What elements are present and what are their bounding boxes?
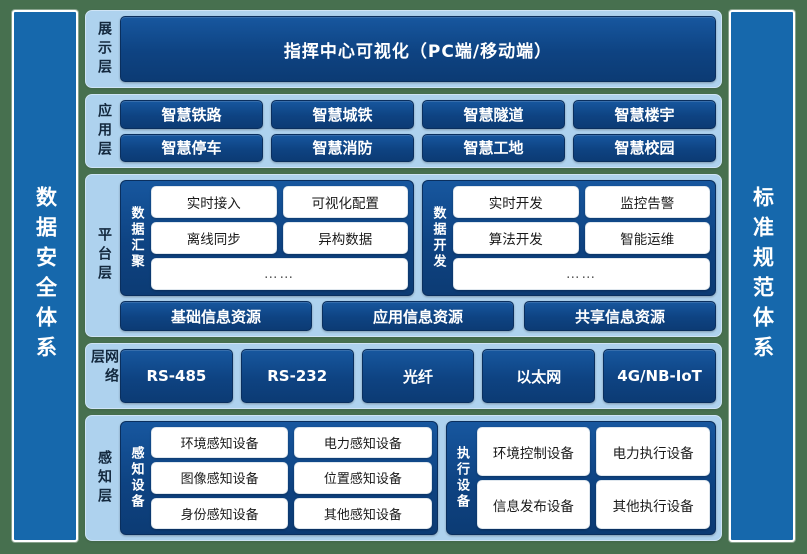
data-aggregation-row-1: 实时接入 可视化配置 [151, 186, 408, 218]
layer-platform: 平台层 数据汇聚 实时接入 可视化配置 离线同步 异构数据 [85, 174, 722, 337]
app-item-smart-railway[interactable]: 智慧铁路 [120, 100, 263, 129]
data-development-row-2: 算法开发 智能运维 [453, 222, 710, 254]
layer-display: 展示层 指挥中心可视化（PC端/移动端） [85, 10, 722, 88]
layer-network-body: RS-485 RS-232 光纤 以太网 4G/NB-IoT [117, 349, 716, 403]
layer-platform-label: 平台层 [96, 227, 112, 284]
actuating-item-power-execution[interactable]: 电力执行设备 [596, 427, 710, 476]
actuating-item-other-execution[interactable]: 其他执行设备 [596, 480, 710, 529]
dev-item-intelligent-ops[interactable]: 智能运维 [584, 222, 710, 254]
network-item-ethernet[interactable]: 以太网 [482, 349, 596, 403]
agg-item-heterogeneous-data[interactable]: 异构数据 [282, 222, 408, 254]
sensing-item-other[interactable]: 其他感知设备 [294, 497, 432, 529]
resource-item-shared-information[interactable]: 共享信息资源 [524, 301, 716, 331]
data-aggregation-row-2: 离线同步 异构数据 [151, 222, 408, 254]
layer-perception-body: 感知设备 环境感知设备 电力感知设备 图像感知设备 位置感知设备 [117, 421, 716, 535]
layer-network-label: 网络层 [89, 349, 119, 387]
agg-item-realtime-ingest[interactable]: 实时接入 [151, 186, 277, 218]
sensing-item-identity[interactable]: 身份感知设备 [151, 497, 289, 529]
application-row-2: 智慧停车 智慧消防 智慧工地 智慧校园 [120, 133, 716, 162]
layer-stack: 展示层 指挥中心可视化（PC端/移动端） 应用层 智慧铁路 智慧城铁 智慧隧道 … [85, 10, 722, 542]
data-development-row-3: …… [453, 258, 710, 290]
layer-application-label: 应用层 [96, 102, 112, 160]
data-aggregation-cells: 实时接入 可视化配置 离线同步 异构数据 …… [151, 186, 408, 290]
actuating-item-information-release[interactable]: 信息发布设备 [476, 480, 591, 529]
data-development-row-1: 实时开发 监控告警 [453, 186, 710, 218]
layer-perception-label: 感知层 [96, 449, 112, 507]
layer-display-label: 展示层 [96, 20, 112, 78]
app-item-smart-metro[interactable]: 智慧城铁 [271, 100, 414, 129]
perception-group-actuating-devices: 执行设备 环境控制设备 电力执行设备 信息发布设备 其他执行设备 [445, 421, 716, 535]
layer-application: 应用层 智慧铁路 智慧城铁 智慧隧道 智慧楼宇 智慧停车 智慧消防 智慧工地 智… [85, 94, 722, 168]
agg-item-visual-config[interactable]: 可视化配置 [282, 186, 408, 218]
app-item-smart-campus[interactable]: 智慧校园 [573, 133, 716, 162]
actuating-item-environment-control[interactable]: 环境控制设备 [476, 427, 591, 476]
layer-platform-body: 数据汇聚 实时接入 可视化配置 离线同步 异构数据 …… [117, 180, 716, 331]
dev-item-realtime-development[interactable]: 实时开发 [453, 186, 579, 218]
dev-item-algorithm-development[interactable]: 算法开发 [453, 222, 579, 254]
perception-groups: 感知设备 环境感知设备 电力感知设备 图像感知设备 位置感知设备 [120, 421, 716, 535]
actuating-devices-cells: 环境控制设备 电力执行设备 信息发布设备 其他执行设备 [476, 427, 710, 529]
display-banner[interactable]: 指挥中心可视化（PC端/移动端） [120, 16, 716, 82]
sensing-devices-cells: 环境感知设备 电力感知设备 图像感知设备 位置感知设备 身份感知设备 其他感知设… [151, 427, 432, 529]
sensing-devices-label: 感知设备 [128, 446, 144, 510]
network-item-rs485[interactable]: RS-485 [120, 349, 233, 403]
layer-display-body: 指挥中心可视化（PC端/移动端） [117, 16, 716, 82]
sensing-row-1: 环境感知设备 电力感知设备 [151, 427, 432, 459]
left-pillar-data-security: 数据安全体系 [12, 10, 78, 542]
platform-group-data-development: 数据开发 实时开发 监控告警 算法开发 智能运维 …… [422, 180, 716, 296]
app-item-smart-parking[interactable]: 智慧停车 [120, 133, 263, 162]
platform-resource-row: 基础信息资源 应用信息资源 共享信息资源 [120, 301, 716, 331]
sensing-row-2: 图像感知设备 位置感知设备 [151, 462, 432, 494]
app-item-smart-firefighting[interactable]: 智慧消防 [271, 133, 414, 162]
app-item-smart-construction-site[interactable]: 智慧工地 [422, 133, 565, 162]
right-pillar-label: 标准规范体系 [750, 186, 775, 366]
network-items-row: RS-485 RS-232 光纤 以太网 4G/NB-IoT [120, 349, 716, 403]
sensing-item-position[interactable]: 位置感知设备 [294, 462, 432, 494]
dev-item-more-ellipsis[interactable]: …… [453, 258, 710, 290]
layer-application-body: 智慧铁路 智慧城铁 智慧隧道 智慧楼宇 智慧停车 智慧消防 智慧工地 智慧校园 [117, 100, 716, 162]
agg-item-more-ellipsis[interactable]: …… [151, 258, 408, 290]
layer-network: 网络层 RS-485 RS-232 光纤 以太网 4G/NB-IoT [85, 343, 722, 409]
platform-group-data-aggregation: 数据汇聚 实时接入 可视化配置 离线同步 异构数据 …… [120, 180, 414, 296]
layer-perception: 感知层 感知设备 环境感知设备 电力感知设备 图像感知设备 位置感知设备 [85, 415, 722, 541]
app-item-smart-building[interactable]: 智慧楼宇 [573, 100, 716, 129]
sensing-item-environment[interactable]: 环境感知设备 [151, 427, 289, 459]
app-item-smart-tunnel[interactable]: 智慧隧道 [422, 100, 565, 129]
network-item-4g-nbiot[interactable]: 4G/NB-IoT [603, 349, 716, 403]
right-pillar-standards-system: 标准规范体系 [729, 10, 795, 542]
sensing-row-3: 身份感知设备 其他感知设备 [151, 497, 432, 529]
data-development-label: 数据开发 [430, 206, 446, 270]
resource-item-application-information[interactable]: 应用信息资源 [322, 301, 514, 331]
dev-item-monitoring-alarm[interactable]: 监控告警 [584, 186, 710, 218]
data-aggregation-label: 数据汇聚 [128, 206, 144, 270]
agg-item-offline-sync[interactable]: 离线同步 [151, 222, 277, 254]
data-aggregation-row-3: …… [151, 258, 408, 290]
resource-item-basic-information[interactable]: 基础信息资源 [120, 301, 312, 331]
platform-groups: 数据汇聚 实时接入 可视化配置 离线同步 异构数据 …… [120, 180, 716, 296]
actuating-devices-label: 执行设备 [454, 446, 469, 510]
network-item-rs232[interactable]: RS-232 [240, 349, 354, 403]
actuating-row-2: 信息发布设备 其他执行设备 [476, 480, 710, 529]
data-development-cells: 实时开发 监控告警 算法开发 智能运维 …… [453, 186, 710, 290]
perception-group-sensing-devices: 感知设备 环境感知设备 电力感知设备 图像感知设备 位置感知设备 [120, 421, 438, 535]
sensing-item-power[interactable]: 电力感知设备 [294, 427, 432, 459]
application-row-1: 智慧铁路 智慧城铁 智慧隧道 智慧楼宇 [120, 100, 716, 129]
network-item-optical-fiber[interactable]: 光纤 [361, 349, 475, 403]
left-pillar-label: 数据安全体系 [33, 186, 58, 366]
sensing-item-image[interactable]: 图像感知设备 [151, 462, 289, 494]
actuating-row-1: 环境控制设备 电力执行设备 [476, 427, 710, 476]
